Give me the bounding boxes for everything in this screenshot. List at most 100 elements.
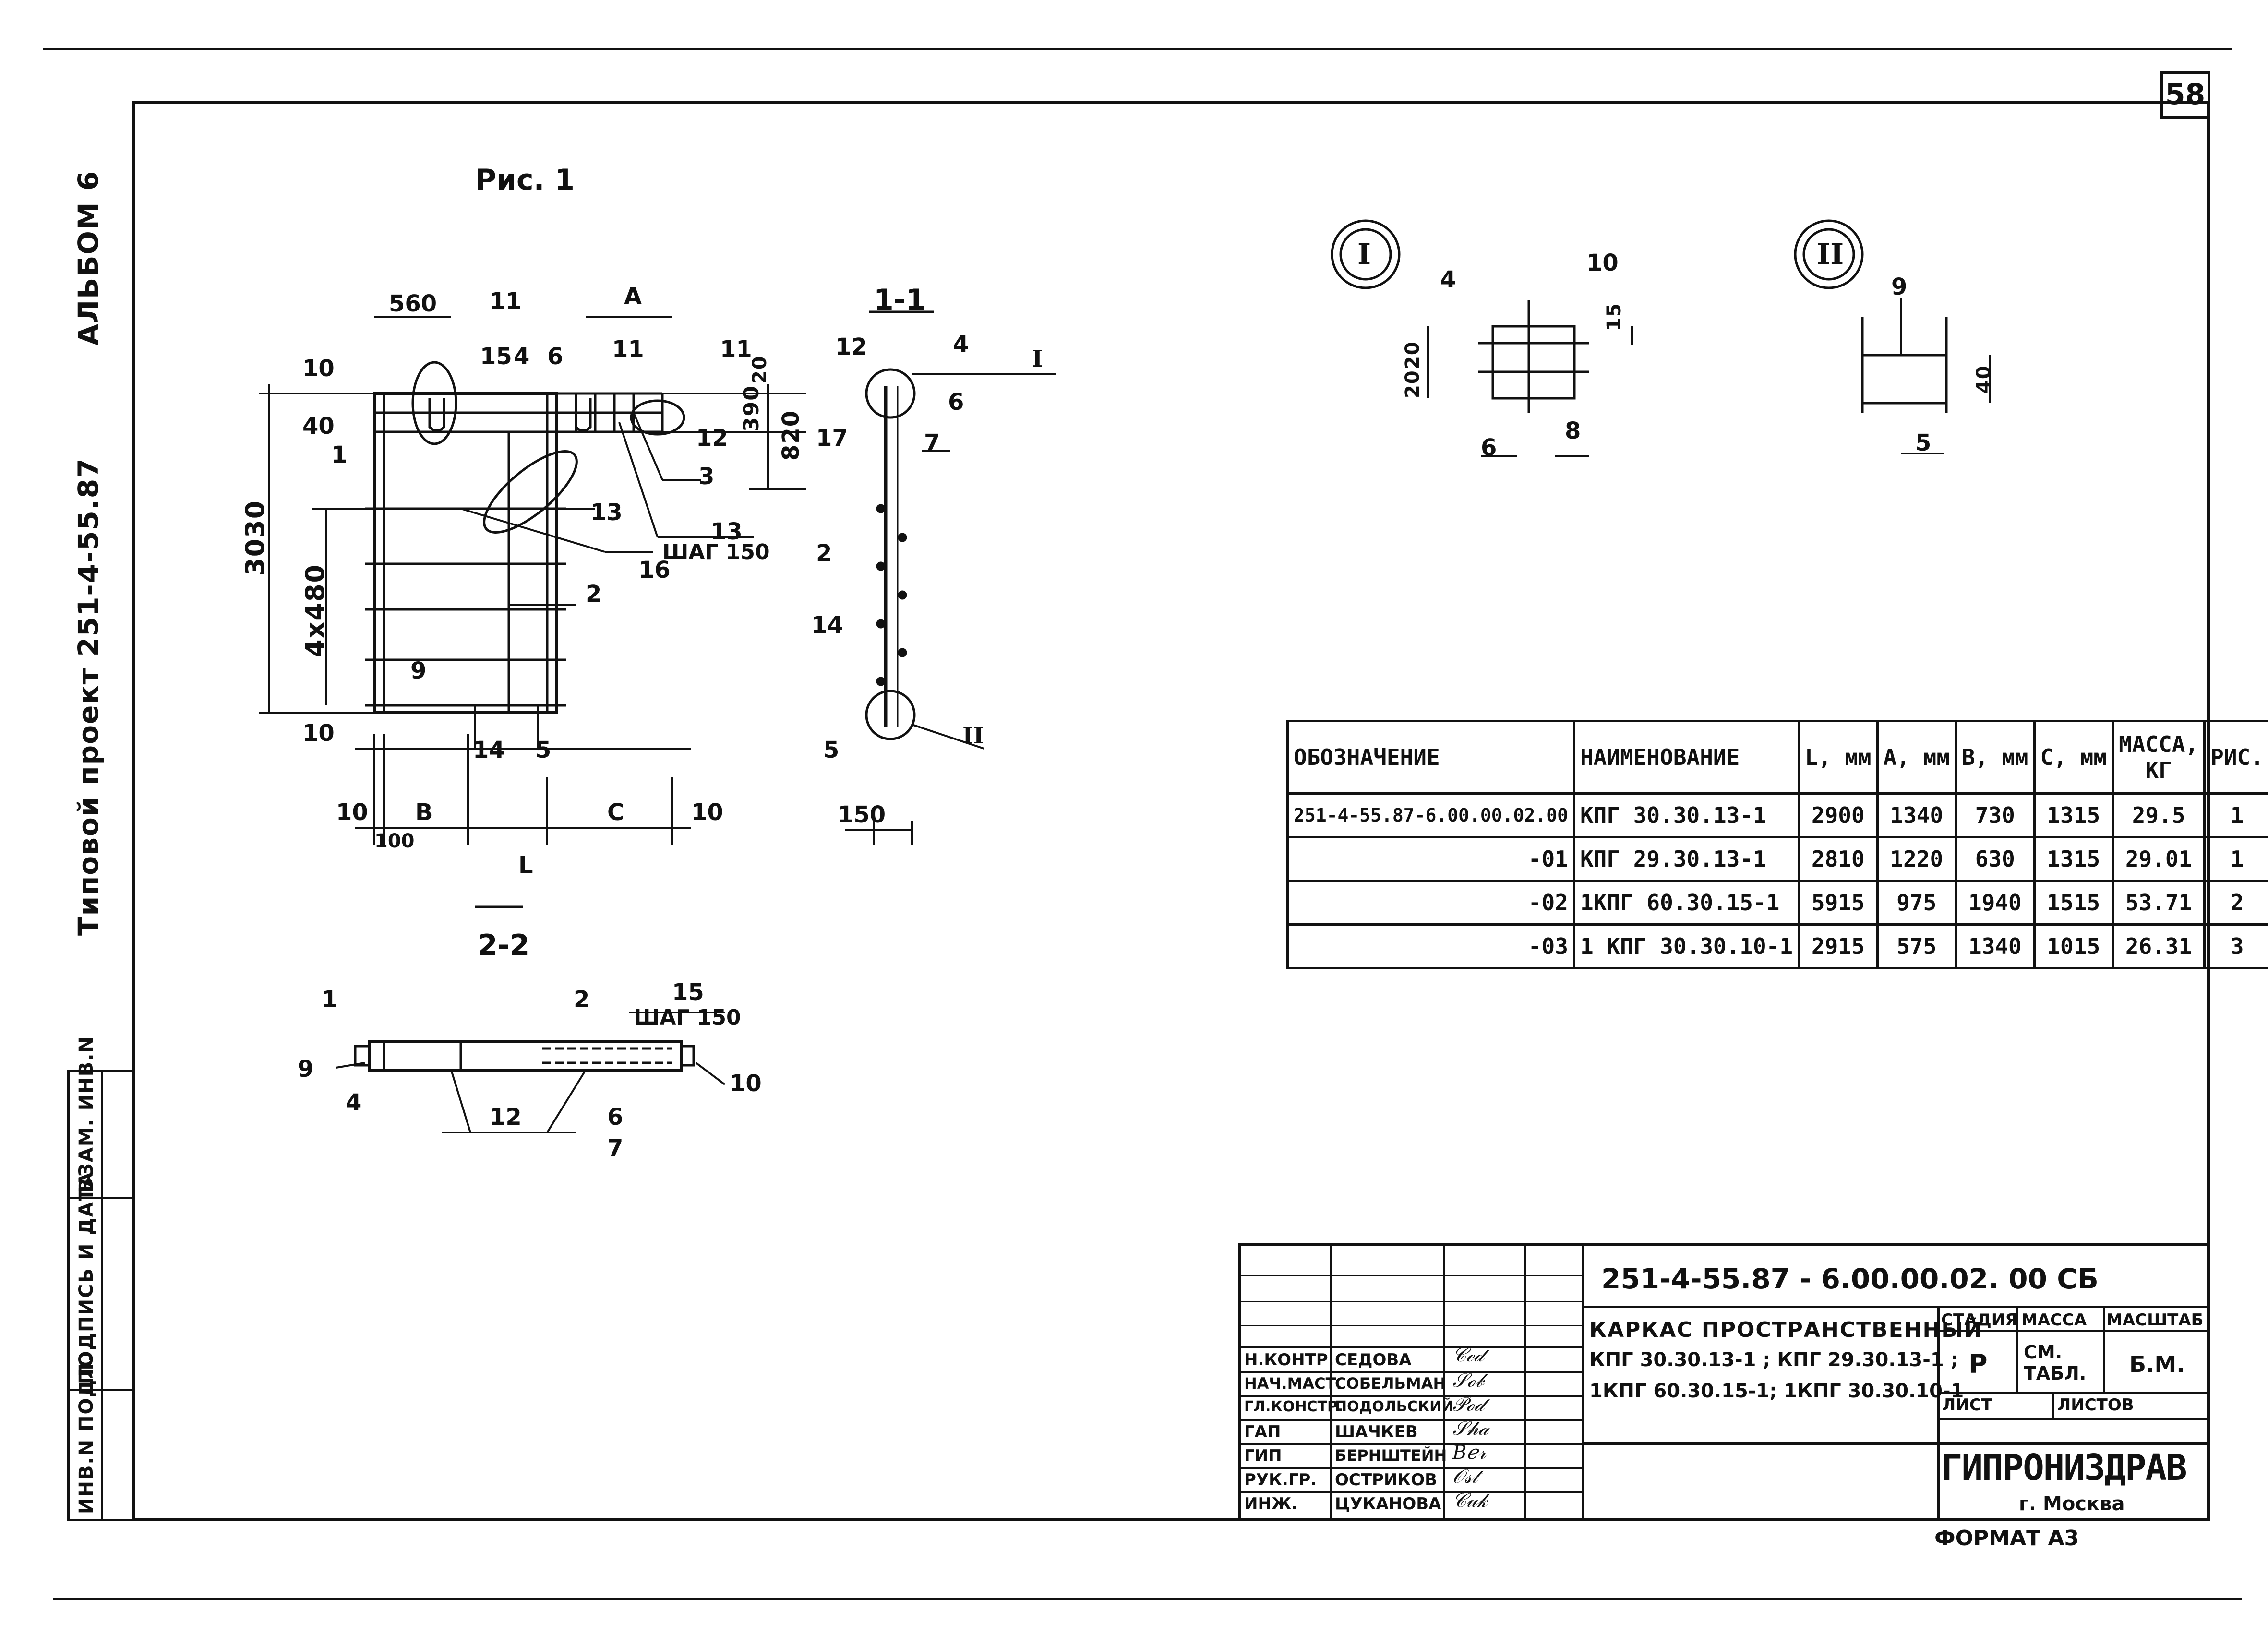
- role-label: ГИП: [1244, 1446, 1282, 1465]
- pos-9: 9: [410, 657, 427, 684]
- s11-pos-4: 4: [953, 331, 969, 358]
- table-row: 251-4-55.87-6.00.00.02.00 КПГ 30.30.13-1…: [1286, 792, 2268, 838]
- section-1-1: [845, 310, 1056, 845]
- table-row: -02 1КПГ 60.30.15-1 5915 975 1940 1515 5…: [1286, 880, 2268, 926]
- spec-cell: 53.71: [2111, 880, 2206, 926]
- spec-cell: 1340: [1955, 923, 2036, 969]
- s11-pos-17: 17: [816, 425, 848, 452]
- pos-14: 14: [473, 737, 505, 763]
- spec-cell: -03: [1286, 923, 1575, 969]
- spec-table: ОБОЗНАЧЕНИЕ НАИМЕНОВАНИЕ L, мм А, мм В, …: [1286, 720, 2268, 969]
- spec-header: РИС.: [2203, 720, 2268, 795]
- s22-pos-7: 7: [607, 1135, 624, 1162]
- org-name: ГИПРОНИЗДРАВ: [1941, 1447, 2187, 1489]
- role-label: ГАП: [1244, 1422, 1281, 1441]
- signature: 𝒞𝓊𝓀: [1452, 1489, 1488, 1512]
- pos-11a: 11: [490, 288, 522, 315]
- person-name: ПОДОЛЬСКИЙ: [1335, 1398, 1454, 1415]
- person-name: БЕРНШТЕЙН: [1335, 1446, 1447, 1465]
- spec-cell: 1315: [2033, 836, 2114, 882]
- s11-pos-12: 12: [835, 334, 867, 360]
- dim-390: 390: [739, 385, 764, 432]
- s11-pos-7: 7: [924, 429, 940, 456]
- scale-label: МАСШТАБ: [2106, 1310, 2204, 1330]
- pos-6: 6: [547, 343, 564, 370]
- s11-pos-14: 14: [811, 612, 843, 639]
- signature: 𝒫ℴ𝒹: [1452, 1394, 1484, 1416]
- table-row: -03 1 КПГ 30.30.10-1 2915 575 1340 1015 …: [1286, 923, 2268, 969]
- pos-12: 12: [696, 425, 728, 452]
- spec-cell: 2915: [1798, 923, 1879, 969]
- signature: 𝒞ℯ𝒹: [1452, 1344, 1484, 1366]
- pos-3: 3: [698, 463, 715, 490]
- dim-B: В: [415, 799, 433, 826]
- role-label: НАЧ.МАСТ.: [1244, 1374, 1342, 1393]
- spec-cell: 29.5: [2111, 792, 2206, 838]
- spec-cell: 1515: [2033, 880, 2114, 926]
- stage-label: СТАДИЯ: [1941, 1310, 2018, 1330]
- spec-cell: 2900: [1798, 792, 1879, 838]
- doc-name-line-2: КПГ 30.30.13-1 ; КПГ 29.30.13-1 ;: [1589, 1349, 1958, 1371]
- signature: 𝒮ℴ𝒷: [1452, 1370, 1484, 1392]
- dim-20: 20: [749, 355, 771, 384]
- spec-header: L, мм: [1798, 720, 1879, 795]
- s11-dim-150: 150: [838, 801, 886, 828]
- dim-100: 100: [374, 830, 415, 852]
- spec-header: А, мм: [1876, 720, 1957, 795]
- role-label: ИНЖ.: [1244, 1494, 1298, 1513]
- pos-11c: 11: [720, 336, 752, 363]
- spec-cell: 29.01: [2111, 836, 2206, 882]
- s22-pos-10: 10: [730, 1070, 762, 1097]
- spec-cell: 1220: [1876, 836, 1957, 882]
- s22-pos-6: 6: [607, 1104, 624, 1131]
- s22-pos-1: 1: [322, 986, 338, 1013]
- mass-label: МАССА: [2021, 1310, 2087, 1330]
- s22-step-150: ШАГ 150: [634, 1005, 741, 1030]
- pos-4: 4: [514, 343, 530, 370]
- spec-header: С, мм: [2033, 720, 2114, 795]
- section-2-2-title: 2-2: [478, 929, 530, 962]
- step-150-fig1: ШАГ 150: [662, 540, 770, 564]
- spec-cell: 1315: [2033, 792, 2114, 838]
- s22-pos-4: 4: [346, 1089, 362, 1116]
- node-II-pos-9: 9: [1891, 274, 1908, 300]
- spec-cell: 5915: [1798, 880, 1879, 926]
- section-2-2: [336, 905, 726, 1133]
- node-I-mark: I: [1357, 238, 1371, 271]
- s11-pos-6: 6: [948, 389, 964, 416]
- s22-pos-15: 15: [672, 979, 704, 1006]
- spec-cell: 1: [2203, 836, 2268, 882]
- spec-cell: 2810: [1798, 836, 1879, 882]
- spec-cell: 2: [2203, 880, 2268, 926]
- pos-13b: 13: [710, 518, 743, 545]
- dim-10-right: 10: [691, 799, 723, 826]
- dim-C: С: [607, 799, 624, 826]
- node-I-dim-20a: 20: [1402, 341, 1424, 369]
- figure-title: Рис. 1: [475, 163, 575, 197]
- pos-11b: 11: [612, 336, 644, 363]
- sheet-format: ФОРМАТ А3: [1934, 1526, 2079, 1550]
- node-I-pos-4: 4: [1440, 266, 1456, 293]
- org-city: г. Москва: [2019, 1493, 2125, 1515]
- s22-pos-12: 12: [490, 1104, 522, 1131]
- node-I-pos-8: 8: [1565, 417, 1581, 444]
- dim-L: L: [518, 852, 533, 879]
- doc-name-line-3: 1КПГ 60.30.15-1; 1КПГ 30.30.10-1: [1589, 1380, 1964, 1402]
- figure1-dimensions: [259, 316, 806, 845]
- dim-10-top: 10: [302, 355, 335, 382]
- node-II-pos-5: 5: [1915, 429, 1932, 456]
- spec-cell: 730: [1955, 792, 2036, 838]
- dim-10-bottom: 10: [302, 720, 335, 747]
- node-I-dim-15: 15: [1603, 302, 1625, 331]
- sheets-label: ЛИСТОВ: [2057, 1395, 2134, 1415]
- pos-13a: 13: [590, 499, 623, 526]
- role-label: ГЛ.КОНСТР.: [1244, 1398, 1344, 1415]
- title-block: Н.КОНТР. СЕДОВА НАЧ.МАСТ. СОБЕЛЬМАН ГЛ.К…: [1238, 1243, 2210, 1521]
- dim-40: 40: [302, 413, 335, 440]
- section-1-1-title: 1-1: [874, 283, 926, 317]
- spec-cell: 26.31: [2111, 923, 2206, 969]
- spec-cell: КПГ 29.30.13-1: [1572, 836, 1800, 882]
- scale-value: Б.М.: [2129, 1351, 2185, 1377]
- sheet-label: ЛИСТ: [1942, 1395, 1992, 1415]
